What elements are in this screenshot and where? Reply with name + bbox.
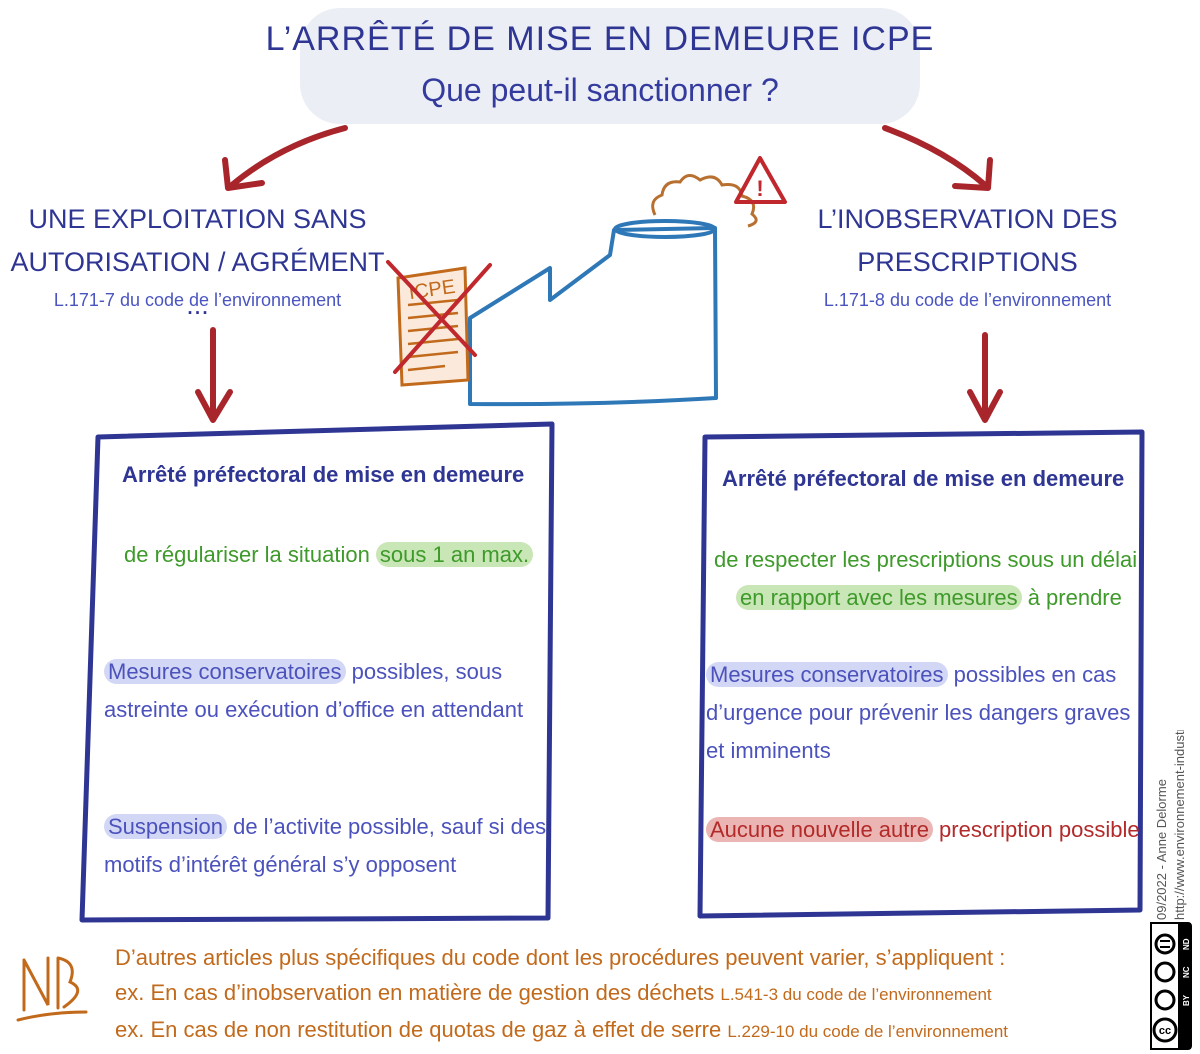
nb-notes: D’autres articles plus spécifiques du co…	[115, 940, 1015, 1049]
nb-mark-text: NB	[24, 960, 94, 1020]
right-legal-reference: L.171-8 du code de l’environnement	[823, 290, 1112, 310]
left-box-title: Arrêté préfectoral de mise en demeure	[122, 462, 525, 487]
arrow-right-down	[967, 332, 1003, 423]
nd-label: ND	[1182, 938, 1191, 950]
by-label: BY	[1182, 994, 1191, 1006]
nb-line3-ref: L.229-10 du code de l’environnement	[727, 1022, 1009, 1041]
right-box-paragraph-deadline: de respecter les prescriptions sous un d…	[714, 541, 1137, 617]
title-background	[300, 8, 920, 124]
warning-icon	[734, 156, 787, 204]
right-box-frame	[697, 429, 1145, 919]
left-p3-highlight: Suspension	[104, 814, 227, 839]
left-heading-line1: UNE EXPLOITATION SANS	[28, 204, 367, 234]
nb-mark-icon	[16, 956, 88, 1022]
nc-label: NC	[1182, 966, 1191, 978]
right-p2-line2: d’urgence pour prévenir les dangers grav…	[706, 700, 1131, 725]
arrow-right-diagonal	[882, 125, 993, 191]
right-box-paragraph-no-prescription: Aucune nouvelle autre prescription possi…	[706, 811, 1140, 849]
right-p2-line1: possibles en cas	[947, 662, 1117, 687]
arrow-left-diagonal	[222, 125, 348, 191]
left-p1-text: de régulariser la situation	[124, 542, 376, 567]
right-p3-text: prescription possible	[932, 817, 1140, 842]
right-box-paragraph-measures: Mesures conservatoires possibles en cas …	[706, 656, 1130, 770]
smoke-icon	[651, 174, 758, 228]
right-heading: L’INOBSERVATION DES PRESCRIPTIONS	[770, 198, 1165, 284]
icpe-document-icon: ICPE	[386, 260, 492, 387]
right-p2-highlight: Mesures conservatoires	[706, 662, 948, 687]
nb-line2-text: ex. En cas d’inobservation en matière de…	[115, 980, 721, 1005]
left-p2-line1: possibles, sous	[345, 659, 503, 684]
right-p1-highlight: en rapport avec les mesures	[736, 585, 1022, 610]
left-p3-line2: motifs d’intérêt général s’y opposent	[104, 852, 457, 877]
credit-author: 09/2022 - Anne Delorme	[1154, 779, 1169, 920]
cc-icon	[1152, 1017, 1178, 1043]
right-heading-line2: PRESCRIPTIONS	[857, 247, 1078, 277]
left-legal-reference: L.171-7 du code de l’environnement	[53, 290, 342, 310]
left-p3-line1: de l’activite possible, sauf si des	[226, 814, 547, 839]
right-heading-line1: L’INOBSERVATION DES	[817, 204, 1118, 234]
cc-text: cc	[1159, 1025, 1171, 1037]
left-box-paragraph-deadline: de régulariser la situation sous 1 an ma…	[124, 536, 534, 574]
left-heading: UNE EXPLOITATION SANS AUTORISATION / AGR…	[0, 198, 395, 327]
nb-line3-text: ex. En cas de non restitution de quotas …	[115, 1017, 728, 1042]
left-p2-line2: astreinte ou exécution d’office en atten…	[104, 697, 524, 722]
right-p2-line3: et imminents	[706, 738, 831, 763]
right-p3-highlight: Aucune nouvelle autre	[706, 817, 933, 842]
nb-line2-ref: L.541-3 du code de l’environnement	[720, 985, 992, 1004]
left-box-paragraph-measures: Mesures conservatoires possibles, sous a…	[104, 653, 523, 729]
by-icon	[1154, 989, 1176, 1011]
credit-url[interactable]: http://www.environnement-industriel.fr	[1172, 730, 1187, 920]
left-box-paragraph-suspension: Suspension de l’activite possible, sauf …	[104, 808, 546, 884]
credit-vertical: 09/2022 - Anne Delorme http://www.enviro…	[1154, 730, 1187, 920]
left-box-frame	[79, 421, 555, 923]
nb-line1: D’autres articles plus spécifiques du co…	[115, 945, 1006, 970]
cc-license-badge[interactable]: cc BY NC ND	[1150, 922, 1192, 1050]
left-p1-highlight: sous 1 an max.	[375, 542, 534, 567]
left-heading-line2: AUTORISATION / AGRÉMENT ...	[10, 247, 385, 320]
warning-glyph: !	[756, 176, 763, 201]
nd-icon	[1154, 933, 1176, 955]
right-p1-line1: de respecter les prescriptions sous un d…	[714, 547, 1138, 572]
arrow-left-down	[195, 327, 233, 423]
page-title: L’ARRÊTÉ DE MISE EN DEMEURE ICPE	[265, 20, 935, 58]
nc-icon	[1154, 961, 1176, 983]
left-p2-highlight: Mesures conservatoires	[104, 659, 346, 684]
factory-icon	[468, 219, 718, 407]
page-subtitle: Que peut-il sanctionner ?	[421, 72, 779, 108]
right-box-title: Arrêté préfectoral de mise en demeure	[722, 466, 1125, 491]
right-p1-after: à prendre	[1021, 585, 1122, 610]
